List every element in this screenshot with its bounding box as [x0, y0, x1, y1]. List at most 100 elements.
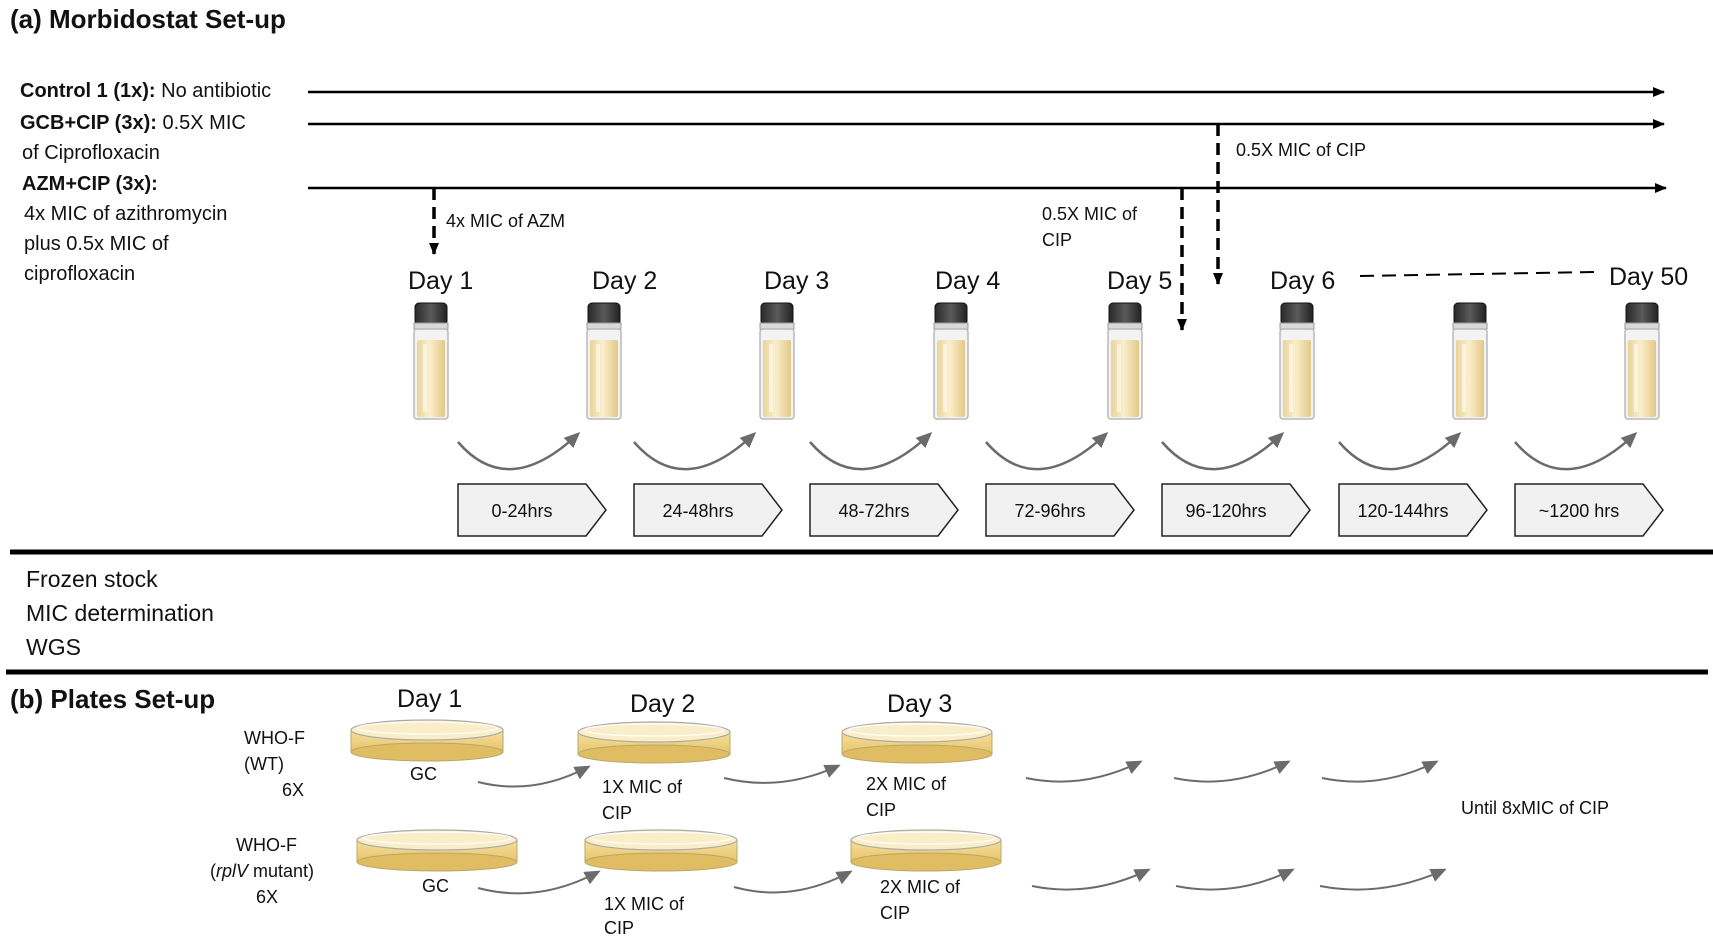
- transfer-arrow: [1161, 431, 1285, 471]
- output-mic-determination: MIC determination: [26, 600, 214, 626]
- transfer-arrow: [1514, 431, 1638, 471]
- transfer-arrow: [809, 431, 933, 471]
- arm-gcb-cip-desc-1: 0.5X MIC: [162, 112, 245, 134]
- vial: [586, 302, 622, 420]
- vial-row: [413, 302, 1660, 420]
- plate-label-1x-line2: CIP: [604, 918, 634, 936]
- plate-row: [350, 719, 1447, 895]
- interval-box: [985, 483, 1135, 537]
- strain-mutant-line1: WHO-F: [236, 835, 297, 855]
- arm-azm-cip-desc-1: 4x MIC of azithromycin: [24, 203, 227, 225]
- petri-dish: [356, 829, 518, 872]
- strain-wt-line2: (WT): [244, 754, 284, 774]
- arm-azm-cip-name: AZM+CIP (3x):: [22, 173, 158, 195]
- day-label: Day 3: [764, 267, 829, 295]
- day-label: Day 1: [408, 267, 473, 295]
- strain-mutant-line2: (rplV mutant): [210, 861, 314, 881]
- strain-wt-line1: WHO-F: [244, 728, 305, 748]
- arm-azm-cip-desc-3: ciprofloxacin: [24, 263, 135, 285]
- plate-label-gc: GC: [422, 876, 449, 896]
- interval-label: 48-72hrs: [838, 501, 909, 521]
- interval-label: 96-120hrs: [1185, 501, 1266, 521]
- arm-control-desc: No antibiotic: [161, 80, 271, 102]
- plate-transfer-arrow: [733, 870, 853, 894]
- vial: [759, 302, 795, 420]
- transfer-arrow: [457, 431, 581, 471]
- plate-transfer-arrow: [1025, 760, 1143, 783]
- arm-gcb-cip-label: GCB+CIP (3x): 0.5X MIC: [20, 112, 246, 134]
- petri-dish: [350, 719, 504, 762]
- section-a-title: (a) Morbidostat Set-up: [10, 4, 286, 34]
- transfer-arrow: [985, 431, 1109, 471]
- plate-day-label: Day 3: [887, 690, 952, 718]
- output-wgs: WGS: [26, 634, 81, 660]
- plate-transfer-arrow: [1321, 760, 1439, 783]
- interval-box: [1161, 483, 1311, 537]
- arm-azm-cip-desc-2: plus 0.5x MIC of: [24, 233, 169, 255]
- transfer-arrow: [633, 431, 757, 471]
- plate-label-gc: GC: [410, 764, 437, 784]
- petri-dish: [577, 721, 731, 764]
- interval-label: 72-96hrs: [1014, 501, 1085, 521]
- plate-label-1x-line2: CIP: [602, 803, 632, 823]
- section-b-title: (b) Plates Set-up: [10, 684, 215, 714]
- interval-label: 0-24hrs: [491, 501, 552, 521]
- plate-label-2x-line1: 2X MIC of: [866, 774, 947, 794]
- strain-mutant-paren: (: [210, 861, 216, 881]
- vial: [413, 302, 449, 420]
- petri-dish: [841, 721, 993, 764]
- arm-control-name: Control 1 (1x):: [20, 80, 156, 102]
- interval-label: 120-144hrs: [1357, 501, 1448, 521]
- day-label: Day 5: [1107, 267, 1172, 295]
- arm-gcb-cip-name: GCB+CIP (3x):: [20, 112, 157, 134]
- plate-label-2x-line1: 2X MIC of: [880, 877, 961, 897]
- arm-control-label: Control 1 (1x): No antibiotic: [20, 80, 271, 102]
- interval-label: 24-48hrs: [662, 501, 733, 521]
- transfer-row: 0-24hrs 24-48hrs 48-72hrs 72-96hrs 96-120hrs…: [457, 431, 1664, 537]
- plate-day-label: Day 1: [397, 685, 462, 713]
- vial: [1452, 302, 1488, 420]
- day-label: Day 4: [935, 267, 1000, 295]
- interval-box: [1514, 483, 1664, 537]
- vial: [1107, 302, 1143, 420]
- day-label: Day 2: [592, 267, 657, 295]
- plate-transfer-arrow: [1173, 760, 1291, 783]
- plate-transfer-arrow: [477, 765, 591, 788]
- interval-box: [457, 483, 607, 537]
- ellipsis-dashed-line: [1359, 271, 1595, 277]
- plate-transfer-arrow: [1031, 868, 1151, 891]
- vial: [1279, 302, 1315, 420]
- vial: [933, 302, 969, 420]
- interval-box: [809, 483, 959, 537]
- plate-label-1x-line1: 1X MIC of: [604, 894, 685, 914]
- petri-dish: [850, 829, 1002, 872]
- cip-annotation-gcb: 0.5X MIC of CIP: [1236, 140, 1366, 160]
- day-label: Day 6: [1270, 267, 1335, 295]
- interval-box: [1338, 483, 1488, 537]
- plate-transfer-arrow: [1175, 868, 1295, 891]
- arm-gcb-cip-desc-2: of Ciprofloxacin: [22, 142, 160, 164]
- plate-transfer-arrow: [477, 870, 601, 895]
- vial: [1624, 302, 1660, 420]
- strain-mutant-count: 6X: [256, 887, 278, 907]
- strain-mutant-rest: mutant): [248, 861, 314, 881]
- cip-annotation-azm-line1: 0.5X MIC of: [1042, 204, 1138, 224]
- petri-dish: [584, 829, 738, 872]
- plate-transfer-arrow: [723, 764, 841, 784]
- final-condition: Until 8xMIC of CIP: [1461, 798, 1609, 818]
- plate-transfer-arrow: [1319, 868, 1447, 891]
- plate-day-label: Day 2: [630, 690, 695, 718]
- plate-label-2x-line2: CIP: [866, 800, 896, 820]
- interval-label: ~1200 hrs: [1539, 501, 1620, 521]
- interval-box: [633, 483, 783, 537]
- strain-wt-count: 6X: [282, 780, 304, 800]
- cip-annotation-azm-line2: CIP: [1042, 230, 1072, 250]
- strain-mutant-gene: rplV: [216, 861, 250, 881]
- azm-annotation: 4x MIC of AZM: [446, 211, 565, 231]
- plate-label-1x-line1: 1X MIC of: [602, 777, 683, 797]
- output-frozen-stock: Frozen stock: [26, 566, 158, 592]
- plate-label-2x-line2: CIP: [880, 903, 910, 923]
- day-label: Day 50: [1609, 263, 1688, 291]
